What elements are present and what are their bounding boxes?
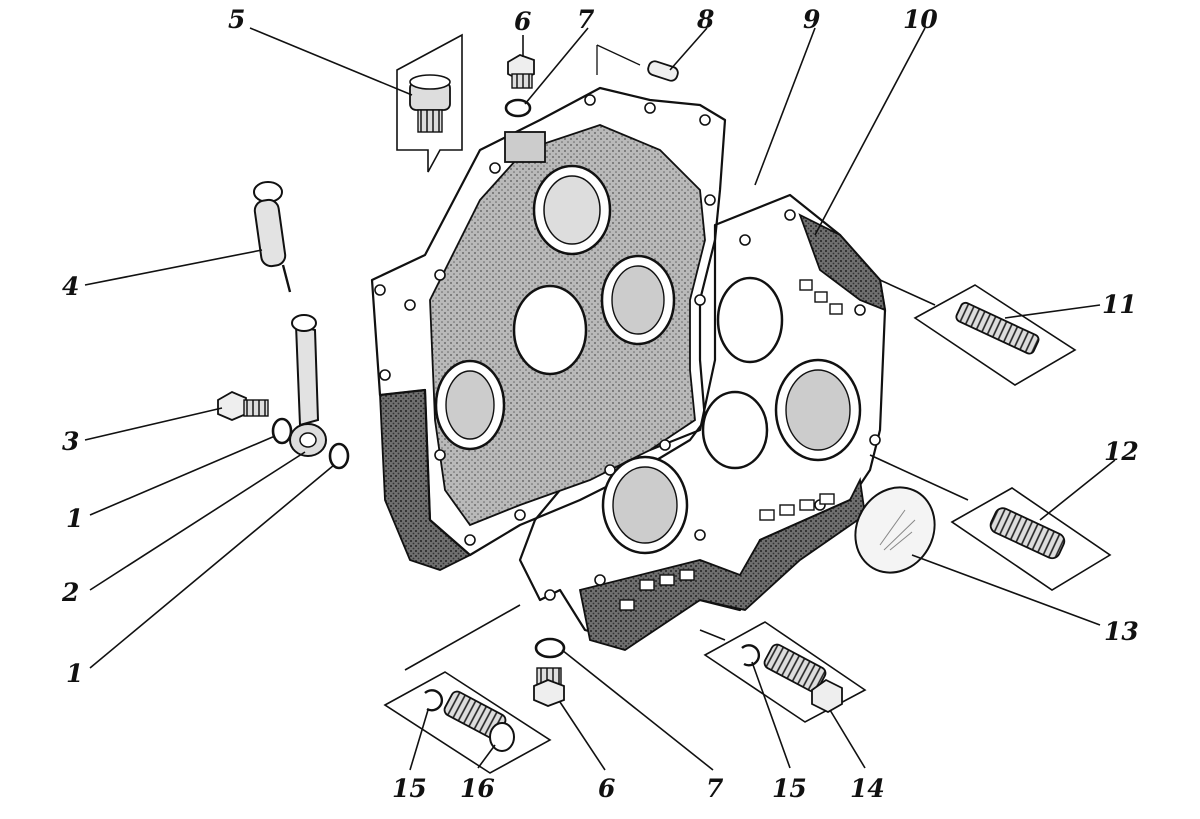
leader-lines (84, 27, 1116, 771)
bore-right-mid (701, 390, 769, 470)
part-1-washer-lower (328, 442, 350, 470)
callout-10: 10 (903, 5, 938, 34)
callout-15: 15 (392, 774, 427, 803)
callout-2: 2 (61, 578, 79, 607)
callout-5: 5 (228, 5, 245, 34)
part-15-16-bolt-set (383, 671, 552, 774)
part-6-bottom-plug (533, 667, 565, 707)
part-1-washer-upper (271, 417, 293, 445)
callout-6: 6 (514, 7, 531, 36)
callout-1: 1 (66, 504, 83, 533)
callout-15: 15 (772, 774, 807, 803)
callout-12: 12 (1104, 437, 1139, 466)
part-7-bottom-washer (534, 637, 566, 659)
callout-14: 14 (850, 774, 885, 803)
bearing-bores (434, 164, 862, 555)
part-12-stud (950, 487, 1112, 591)
part-8-dowel-pin (596, 44, 679, 82)
part-7-top-washer (504, 98, 532, 118)
bolt-holes (374, 94, 881, 601)
callout-11: 11 (1102, 290, 1137, 319)
callout-labels: 5 6 7 8 9 10 4 11 3 1 12 2 13 1 15 16 6 … (61, 5, 1139, 803)
callout-4: 4 (62, 272, 79, 301)
part-11-stud (913, 284, 1077, 386)
callout-6: 6 (598, 774, 615, 803)
part-5-breather (396, 33, 463, 173)
part-6-top-plug (507, 54, 535, 89)
bore-center-left (512, 284, 588, 376)
part-13-cover-disc (854, 486, 936, 574)
part-15-14-bolt-set (703, 621, 867, 723)
rib-grid (619, 279, 843, 611)
callout-7: 7 (706, 774, 724, 803)
bore-right-top (716, 276, 784, 364)
callout-3: 3 (62, 427, 79, 456)
callout-16: 16 (460, 774, 495, 803)
part-4-pin (253, 181, 292, 293)
part-3-banjo-bolt (217, 390, 269, 421)
callout-13: 13 (1104, 617, 1139, 646)
part-2-banjo-pipe (289, 314, 327, 457)
callout-8: 8 (696, 5, 714, 34)
callout-7: 7 (577, 5, 595, 34)
callout-9: 9 (803, 5, 820, 34)
callout-1: 1 (66, 659, 83, 688)
